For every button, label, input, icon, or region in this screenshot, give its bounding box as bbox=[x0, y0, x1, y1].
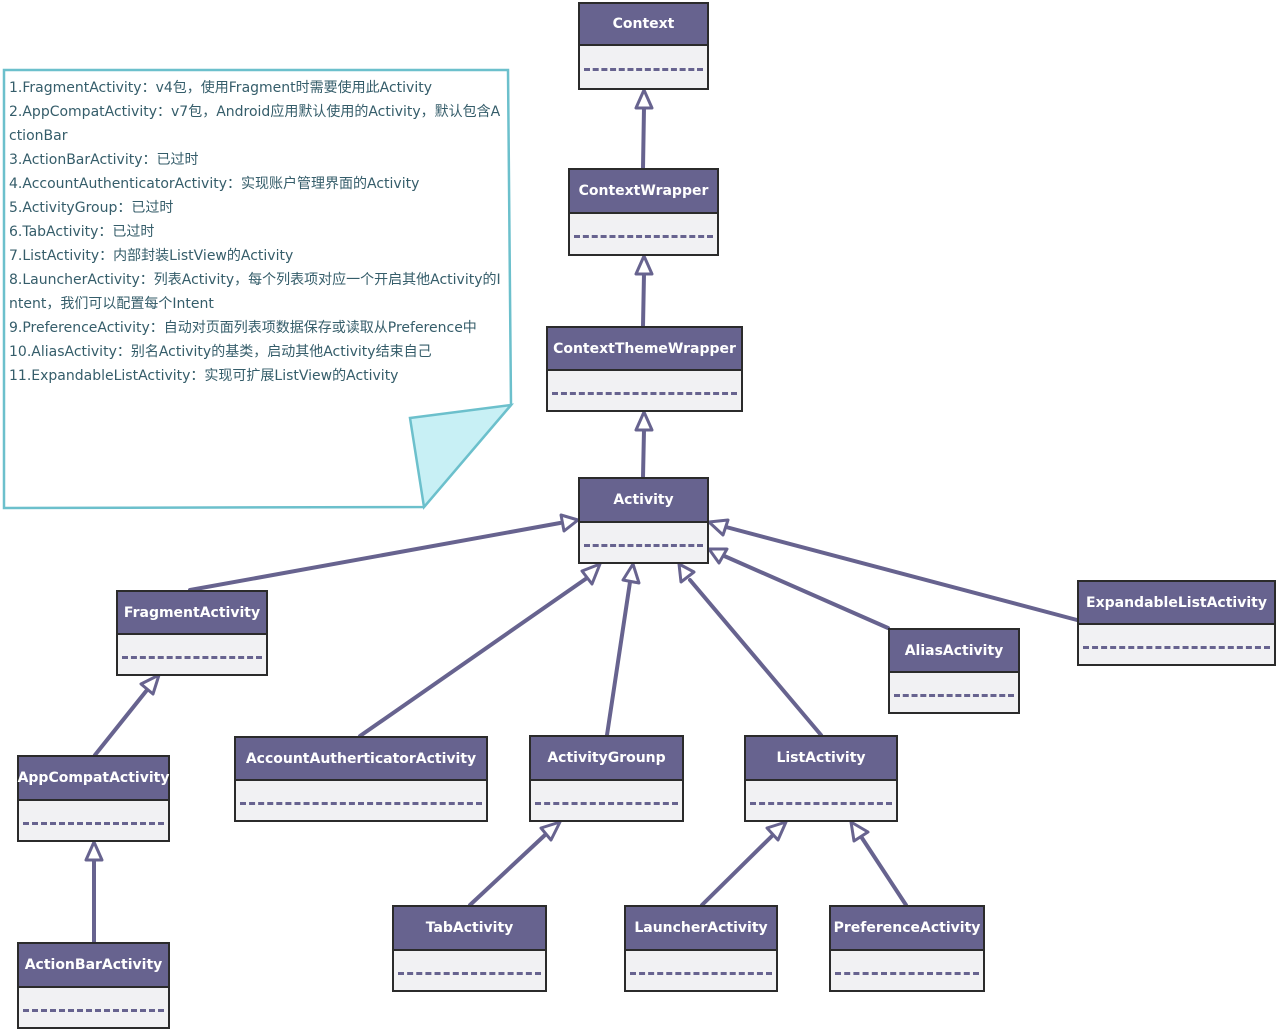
class-contextthemewrapper-name: ContextThemeWrapper bbox=[548, 328, 741, 371]
class-fragmentactivity: FragmentActivity bbox=[116, 590, 268, 676]
class-listactivity-name: ListActivity bbox=[746, 737, 896, 781]
class-fragmentactivity-body bbox=[118, 635, 266, 676]
class-activitygroup: ActivityGrounp bbox=[529, 735, 684, 822]
arrowhead-activitygroup bbox=[539, 820, 562, 842]
class-fragmentactivity-name: FragmentActivity bbox=[118, 592, 266, 635]
class-activitygroup-body bbox=[531, 781, 682, 822]
arrowhead-contextwrapper bbox=[634, 254, 654, 276]
class-accountauthenticatoractivity-name: AccountAutherticatorActivity bbox=[236, 738, 486, 781]
arrowhead-activity-from-activitygroup bbox=[621, 562, 641, 585]
arrowhead-appcompatactivity bbox=[84, 840, 104, 862]
class-actionbaractivity: ActionBarActivity bbox=[17, 942, 170, 1029]
class-tabactivity-body bbox=[394, 951, 545, 992]
edge-fragmentactivity-activity bbox=[188, 521, 562, 592]
class-context-name: Context bbox=[580, 4, 707, 46]
note-line-2: 2.AppCompatActivity：v7包，Android应用默认使用的Ac… bbox=[9, 104, 501, 144]
edge-accountauth-activity bbox=[358, 576, 589, 738]
note-line-6: 6.TabActivity：已过时 bbox=[9, 224, 155, 240]
note-fold bbox=[408, 403, 515, 510]
arrowhead-listactivity-from-preference bbox=[849, 820, 870, 843]
class-accountauthenticatoractivity-body bbox=[236, 781, 486, 822]
arrowhead-contextthemewrapper bbox=[634, 410, 654, 432]
edge-activitygroup-activity bbox=[605, 580, 632, 737]
arrowhead-activity-from-expandable bbox=[707, 518, 730, 537]
class-launcheractivity-name: LauncherActivity bbox=[626, 907, 776, 951]
note-line-7: 7.ListActivity：内部封装ListView的Activity bbox=[9, 248, 294, 264]
class-context: Context bbox=[578, 2, 709, 90]
class-tabactivity-name: TabActivity bbox=[394, 907, 545, 951]
note-line-9: 9.PreferenceActivity：自动对页面列表项数据保存或读取从Pre… bbox=[9, 320, 477, 336]
class-expandablelistactivity-name: ExpandableListActivity bbox=[1079, 582, 1274, 625]
arrowhead-activity-from-accountauth bbox=[580, 562, 602, 586]
note-text: 1.FragmentActivity：v4包，使用Fragment时需要使用此A… bbox=[9, 76, 505, 388]
class-activity-name: Activity bbox=[580, 479, 707, 523]
edge-contextwrapper-context bbox=[641, 106, 646, 170]
class-preferenceactivity-body bbox=[831, 951, 983, 992]
class-activitygroup-name: ActivityGrounp bbox=[531, 737, 682, 781]
arrowhead-activity-from-alias bbox=[707, 547, 729, 565]
class-contextthemewrapper: ContextThemeWrapper bbox=[546, 326, 743, 412]
edge-launcher-list bbox=[700, 833, 775, 907]
class-listactivity-body bbox=[746, 781, 896, 822]
edge-expandable-activity bbox=[724, 525, 1079, 622]
class-context-body bbox=[580, 46, 707, 90]
class-preferenceactivity-name: PreferenceActivity bbox=[831, 907, 983, 951]
note-line-3: 3.ActionBarActivity：已过时 bbox=[9, 152, 199, 168]
class-aliasactivity-body bbox=[890, 673, 1018, 714]
note-line-5: 5.ActivityGroup：已过时 bbox=[9, 200, 174, 216]
edge-listactivity-activity bbox=[688, 578, 823, 737]
edge-aliasactivity-activity bbox=[720, 553, 890, 630]
note-line-10: 10.AliasActivity：别名Activity的基类，启动其他Activ… bbox=[9, 344, 432, 360]
note-line-11: 11.ExpandableListActivity：实现可扩展ListView的… bbox=[9, 368, 399, 384]
note-line-8: 8.LauncherActivity：列表Activity，每个列表项对应一个开… bbox=[9, 272, 501, 312]
class-contextwrapper-name: ContextWrapper bbox=[570, 170, 717, 214]
arrowhead-activity-from-fragment bbox=[559, 513, 580, 533]
class-activity-body bbox=[580, 523, 707, 564]
class-preferenceactivity: PreferenceActivity bbox=[829, 905, 985, 992]
class-accountauthenticatoractivity: AccountAutherticatorActivity bbox=[234, 736, 488, 822]
arrowhead-listactivity-from-launcher bbox=[765, 820, 788, 842]
class-listactivity: ListActivity bbox=[744, 735, 898, 822]
class-appcompatactivity-name: AppCompatActivity bbox=[18, 757, 169, 801]
class-aliasactivity: AliasActivity bbox=[888, 628, 1020, 714]
class-expandablelistactivity: ExpandableListActivity bbox=[1077, 580, 1276, 666]
class-expandablelistactivity-body bbox=[1079, 625, 1274, 666]
class-contextwrapper: ContextWrapper bbox=[568, 168, 719, 256]
edge-contextthemewrapper-contextwrapper bbox=[641, 272, 646, 328]
class-tabactivity: TabActivity bbox=[392, 905, 547, 992]
edge-appcompat-fragment bbox=[93, 688, 149, 757]
class-appcompatactivity: AppCompatActivity bbox=[17, 755, 170, 842]
class-launcheractivity-body bbox=[626, 951, 776, 992]
class-launcheractivity: LauncherActivity bbox=[624, 905, 778, 992]
note-line-1: 1.FragmentActivity：v4包，使用Fragment时需要使用此A… bbox=[9, 80, 433, 96]
class-appcompatactivity-body bbox=[19, 801, 168, 842]
class-activity: Activity bbox=[578, 477, 709, 564]
arrowhead-context bbox=[634, 88, 654, 110]
arrowhead-fragmentactivity bbox=[139, 673, 161, 696]
edge-preference-list bbox=[860, 836, 908, 907]
class-actionbaractivity-body bbox=[19, 988, 168, 1029]
edge-tab-activitygroup bbox=[468, 833, 547, 907]
edge-activity-contextthemewrapper bbox=[641, 428, 646, 479]
class-contextthemewrapper-body bbox=[548, 371, 741, 412]
note-line-4: 4.AccountAuthenticatorActivity：实现账户管理界面的… bbox=[9, 176, 420, 192]
class-aliasactivity-name: AliasActivity bbox=[890, 630, 1018, 673]
class-actionbaractivity-name: ActionBarActivity bbox=[19, 944, 168, 988]
class-contextwrapper-body bbox=[570, 214, 717, 256]
arrowhead-activity-from-list bbox=[677, 562, 696, 584]
